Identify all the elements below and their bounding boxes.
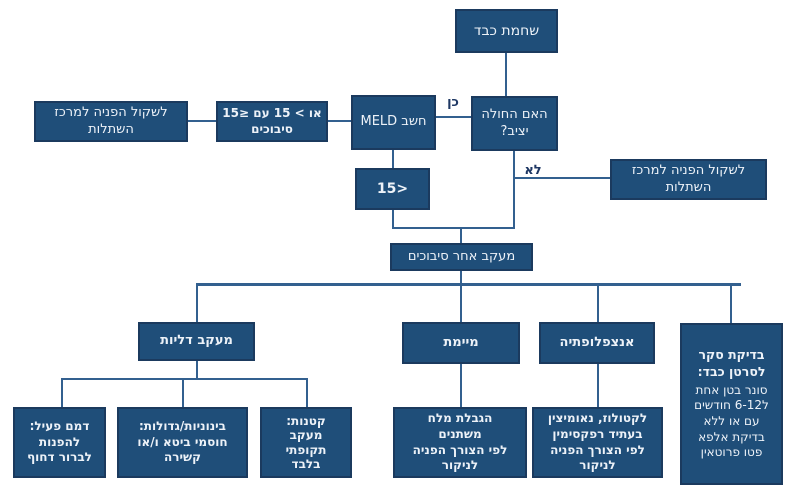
connector-no-branch	[515, 177, 610, 179]
connector-stable-meld	[436, 116, 471, 118]
connector-meld-meldlow	[392, 150, 394, 168]
hcc-screening-title: בדיקת סקר לסרטן כבד:	[697, 347, 766, 379]
connector-meldhigh-transplant	[188, 120, 216, 122]
connector-spine	[196, 283, 741, 286]
node-medium-large-varices: בינוניות/גדולות: חוסמי ביטא ו/או קשירה	[117, 407, 248, 478]
node-liver-cirrhosis: שחמת כבד	[455, 9, 558, 53]
connector-root-stable	[505, 53, 507, 96]
connector-meld-meldhigh	[328, 120, 351, 122]
node-ascites-treatment: הגבלת מלח משתנים לפי הצורך הפניה לניקור	[393, 407, 527, 478]
connector-spine-ascites	[460, 283, 462, 322]
node-meld-low: 15>	[355, 168, 430, 210]
node-meld-high: 15≥ או > 15 עם סיבוכים	[216, 101, 328, 142]
yes-label: כן	[447, 95, 459, 110]
node-transplant-referral-right: לשקול הפניה למרכז השתלות	[610, 159, 767, 200]
connector-ascites-treatment	[460, 364, 462, 407]
no-label: לא	[524, 163, 542, 178]
connector-spine-varices	[196, 283, 198, 322]
hcc-screening-body: סונר בטן אחת ל6-12 חודשים עם או ללא בדיק…	[694, 382, 769, 460]
connector-bracket-small	[306, 378, 308, 407]
node-encephalopathy-treatment: לקטולוז, נאומיצין בעתיד רפקסימין לפי הצו…	[532, 407, 663, 478]
node-calculate-meld: חשב MELD	[351, 95, 436, 150]
connector-spine-encephalopathy	[597, 283, 599, 322]
connector-joint-horizontal	[392, 227, 515, 229]
connector-bracket-medium	[182, 378, 184, 407]
connector-bracket-bleeding	[61, 378, 63, 407]
node-small-varices: קטנות: מעקב תקופתי בלבד	[260, 407, 352, 478]
node-hcc-screening: בדיקת סקר לסרטן כבד: סונר בטן אחת ל6-12 …	[680, 323, 783, 485]
connector-spine-hcc	[730, 283, 732, 323]
node-varices-followup: מעקב דליות	[138, 322, 255, 361]
node-ascites: מיימת	[402, 322, 520, 364]
connector-varices-bracket	[196, 361, 198, 380]
connector-meldlow-joint	[392, 210, 394, 229]
connector-bracket	[61, 378, 308, 380]
node-transplant-referral-left: לשקול הפניה למרכז השתלות	[34, 101, 188, 142]
connector-stable-joint	[513, 151, 515, 229]
connector-encephalopathy-treatment	[597, 364, 599, 407]
connector-joint-followup	[460, 227, 462, 243]
node-active-bleeding: דמם פעיל: להפנות לברור דחוף	[13, 407, 106, 478]
node-patient-stable-question: האם החולה יציב?	[471, 96, 558, 151]
connector-followup-spine	[460, 270, 462, 285]
node-complications-followup: מעקב אחר סיבוכים	[390, 243, 533, 271]
node-encephalopathy: אנצפלופתיה	[539, 322, 655, 364]
